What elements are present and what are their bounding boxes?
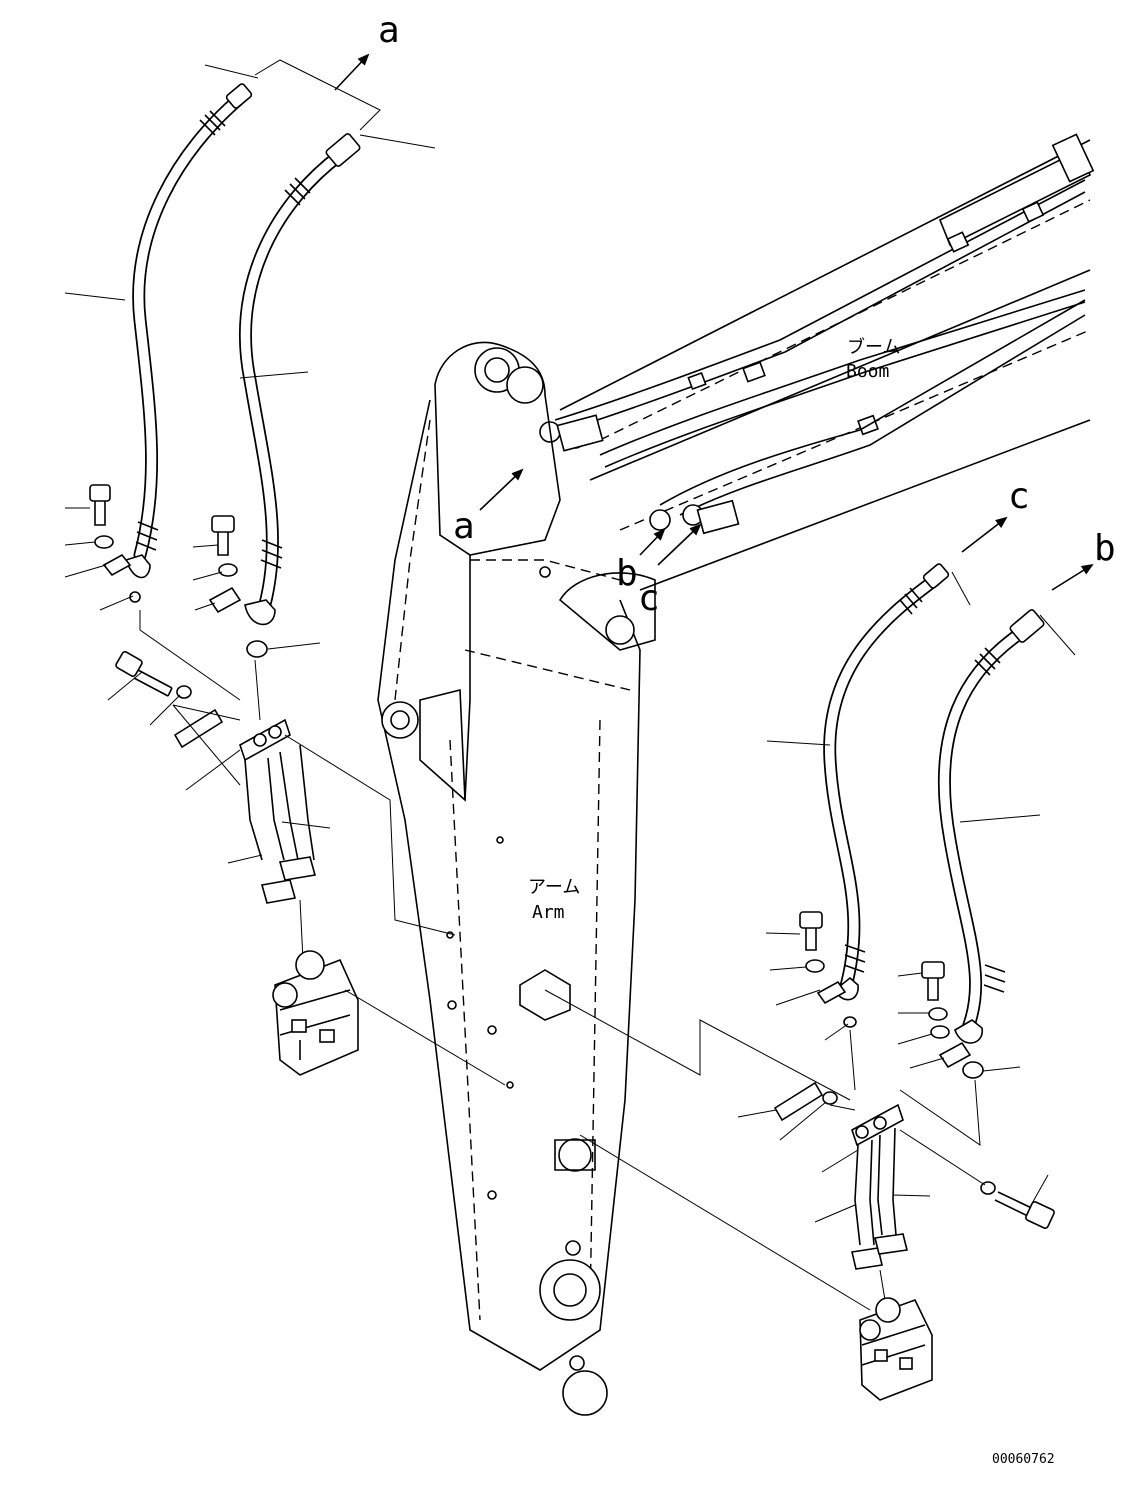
- left-hose-assembly: [89, 59, 506, 1086]
- arrow-c-right: [961, 516, 1008, 553]
- label-a-top: a: [378, 10, 400, 51]
- arm-label-en: Arm: [532, 902, 565, 923]
- label-c-mid: c: [638, 578, 660, 619]
- arrows: [334, 53, 1094, 591]
- arrow-a-top: [334, 53, 370, 91]
- text-labels: a a b c c b ブーム Boom アーム Arm 00060762: [378, 10, 1116, 1467]
- boom-structure: [539, 133, 1095, 591]
- arrow-a-mid: [479, 468, 524, 511]
- right-hose-assembly: [544, 563, 1055, 1401]
- arrow-b-right: [1051, 563, 1094, 591]
- arm-label-jp: アーム: [528, 877, 580, 898]
- arrow-b-mid: [639, 528, 666, 556]
- label-a-mid: a: [453, 506, 475, 547]
- left-control-valve: [272, 950, 359, 1076]
- label-c-right: c: [1008, 476, 1030, 517]
- callout-leaders: [64, 64, 1076, 1223]
- figure-id: 00060762: [992, 1452, 1055, 1467]
- boom-label-en: Boom: [846, 361, 889, 382]
- boom-label-jp: ブーム: [847, 336, 900, 358]
- arm-structure: [377, 341, 656, 1416]
- label-b-mid: b: [616, 553, 638, 594]
- label-b-right: b: [1094, 528, 1116, 569]
- arrow-c-mid: [657, 523, 702, 566]
- right-control-valve: [859, 1297, 933, 1401]
